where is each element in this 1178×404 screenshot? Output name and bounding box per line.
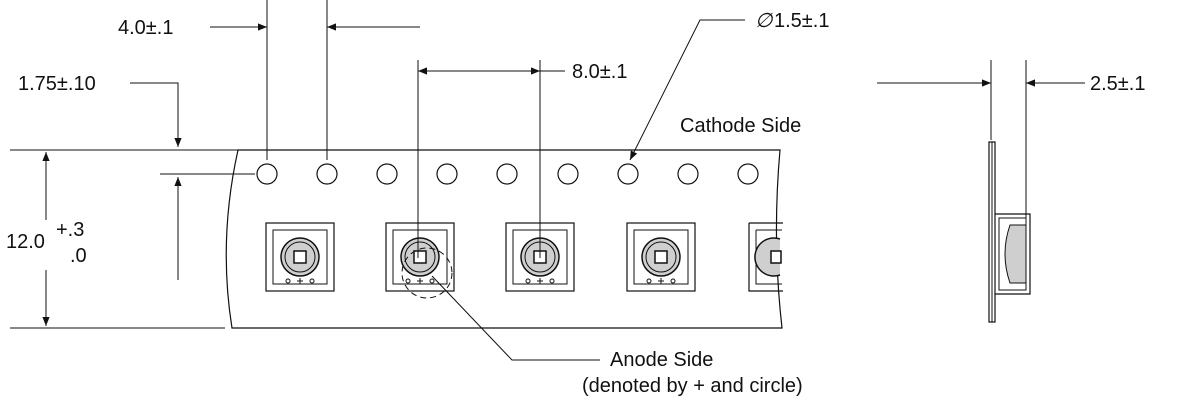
sprocket-hole (436, 163, 458, 185)
sprocket-hole (737, 163, 759, 185)
sprocket-holes (256, 163, 759, 185)
tape-width-tol-plus: +.3 (56, 219, 84, 241)
led-pocket (265, 222, 335, 292)
sprocket-hole (256, 163, 278, 185)
hole-diameter-symbol: ∅ (755, 10, 774, 32)
edge-to-hole-label: 1.75±.10 (18, 73, 96, 95)
tape-width-tol-minus: .0 (70, 245, 87, 267)
cathode-side-label: Cathode Side (680, 115, 801, 137)
pocket-pitch-label: 8.0±.1 (572, 61, 627, 83)
led-pocket (385, 222, 455, 292)
hole-diameter-leader (629, 19, 745, 161)
anode-side-sublabel: (denoted by + and circle) (582, 375, 803, 397)
anode-side-label: Anode Side (610, 349, 713, 371)
anode-marker-circle (401, 247, 453, 299)
tape-outline (225, 149, 783, 329)
led-die (413, 250, 427, 264)
hole-diameter-label: 1.5±.1 (774, 10, 829, 32)
led-pocket-partial (748, 222, 783, 292)
sprocket-hole (376, 163, 398, 185)
side-view-lens (1004, 224, 1027, 284)
side-view-profile (988, 141, 1031, 323)
sprocket-hole (677, 163, 699, 185)
tape-thickness-label: 2.5±.1 (1090, 73, 1145, 95)
sprocket-hole (557, 163, 579, 185)
sprocket-hole (316, 163, 338, 185)
led-pockets (265, 222, 783, 292)
led-pocket (626, 222, 696, 292)
sprocket-hole (496, 163, 518, 185)
edge-leader (130, 82, 182, 147)
led-die (654, 250, 668, 264)
tape-width-label: 12.0 (6, 231, 45, 253)
sprocket-hole (617, 163, 639, 185)
led-die (293, 250, 307, 264)
anode-leader (431, 275, 600, 361)
sprocket-pitch-label: 4.0±.1 (118, 17, 173, 39)
